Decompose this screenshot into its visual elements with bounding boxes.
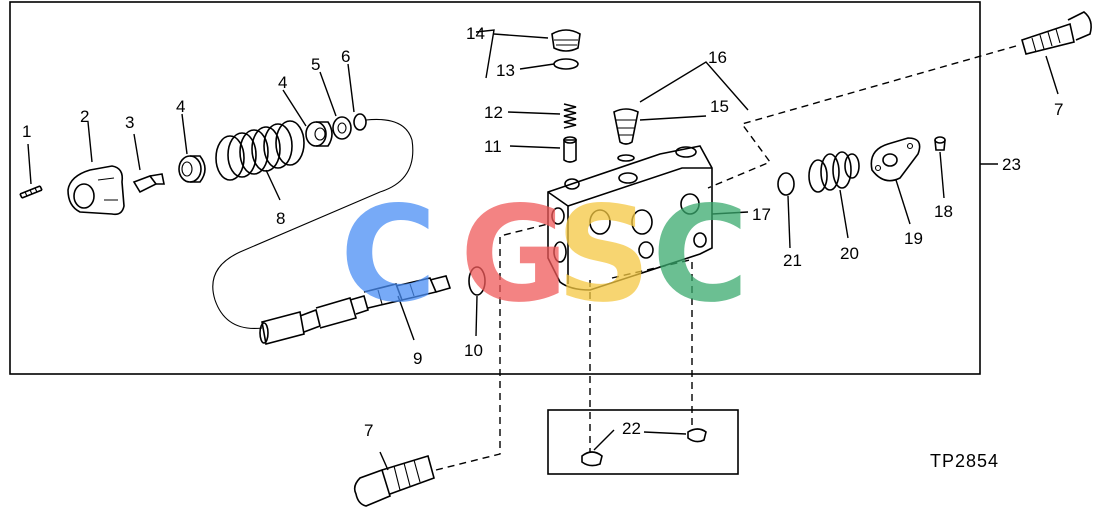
callout-4a: 4 xyxy=(176,97,185,116)
part-3-plug xyxy=(132,173,165,194)
callout-9: 9 xyxy=(413,349,422,368)
callout-6: 6 xyxy=(341,47,350,66)
callout-21: 21 xyxy=(783,251,802,270)
watermark: C G S C xyxy=(340,178,749,332)
assembly-frame xyxy=(9,1,981,375)
part-7-fitting-top xyxy=(1021,11,1092,55)
dashed-line-housing-bottom xyxy=(611,259,691,279)
dashed-line-fitting-top xyxy=(707,45,1017,189)
callout-4b: 4 xyxy=(278,73,287,92)
part-9-spool xyxy=(259,275,452,345)
callout-11: 11 xyxy=(484,137,502,156)
part-7-fitting-bottom xyxy=(353,454,435,507)
part-17-valve-housing xyxy=(547,145,713,291)
part-11-pin xyxy=(563,136,577,163)
part-1-screw xyxy=(19,185,43,199)
part-15-poppet xyxy=(613,108,639,145)
part-4-cup-left xyxy=(178,155,206,183)
watermark-letter-3: S xyxy=(556,178,651,332)
part-20-grooved-plug xyxy=(808,151,860,193)
dashed-line-fitting-bottom xyxy=(435,223,549,471)
leader-lines xyxy=(27,29,1059,471)
callout-7a: 7 xyxy=(1054,100,1063,119)
watermark-letter-4: C xyxy=(652,178,749,332)
callout-7b: 7 xyxy=(364,421,373,440)
part-22-plugs xyxy=(581,428,707,467)
callout-3: 3 xyxy=(125,113,134,132)
small-seal-ring xyxy=(617,154,635,162)
watermark-letter-1: C xyxy=(340,178,437,332)
callout-19: 19 xyxy=(904,229,923,248)
callout-1: 1 xyxy=(22,122,31,141)
callout-12: 12 xyxy=(484,103,503,122)
part-14-cap xyxy=(551,29,581,52)
part-21-o-ring xyxy=(777,172,795,196)
part-5-washer xyxy=(332,116,352,140)
callout-16: 16 xyxy=(708,48,727,67)
callout-23: 23 xyxy=(1002,155,1021,174)
callout-5: 5 xyxy=(311,55,320,74)
callout-labels: 1 2 3 4 4 5 6 7 7 8 9 10 11 12 13 14 15 … xyxy=(22,24,1063,440)
detail-box-22 xyxy=(547,409,739,475)
assembly-path-line xyxy=(212,118,414,329)
callout-22: 22 xyxy=(622,419,641,438)
figure-code: TP2854 xyxy=(930,451,999,471)
part-12-spring xyxy=(563,103,577,129)
callout-20: 20 xyxy=(840,244,859,263)
callout-17: 17 xyxy=(752,205,771,224)
part-8-spring xyxy=(215,120,305,181)
part-13-ring xyxy=(553,58,579,70)
callout-13: 13 xyxy=(496,61,515,80)
callout-8: 8 xyxy=(276,209,285,228)
callout-18: 18 xyxy=(934,202,953,221)
part-2-cover xyxy=(67,165,125,216)
part-4-cup-right xyxy=(305,121,333,147)
part-19-flange-plate xyxy=(870,137,921,182)
part-6-o-ring xyxy=(353,113,367,131)
callout-2: 2 xyxy=(80,107,89,126)
watermark-letter-2: G xyxy=(460,178,568,332)
callout-14: 14 xyxy=(466,24,485,43)
part-18-screw xyxy=(934,136,946,151)
callout-15: 15 xyxy=(710,97,729,116)
part-10-o-ring xyxy=(468,266,486,296)
callout-10: 10 xyxy=(464,341,483,360)
